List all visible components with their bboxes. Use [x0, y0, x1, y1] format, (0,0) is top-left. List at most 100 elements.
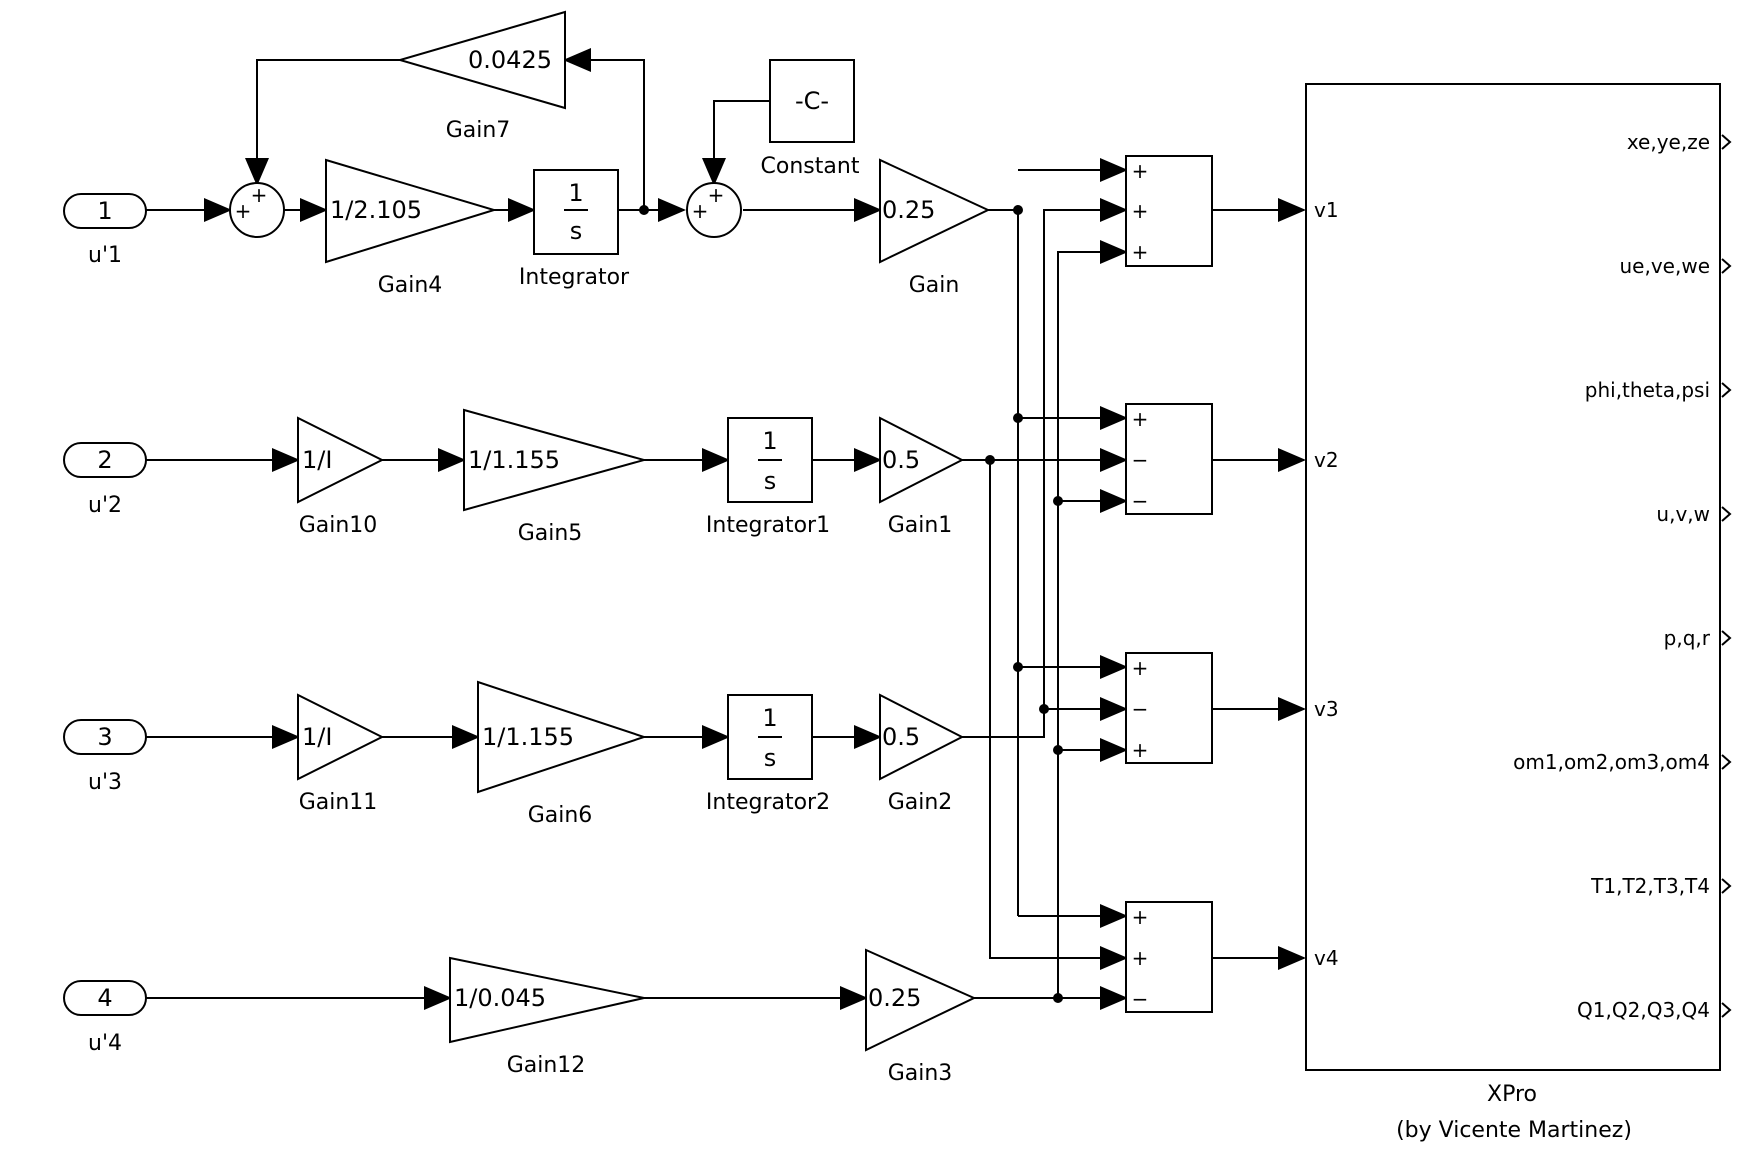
- integrator-label: Integrator: [519, 265, 630, 290]
- xpro-output-phi-theta-psi: phi,theta,psi: [1585, 378, 1710, 402]
- inport-1[interactable]: 1 u'1: [63, 193, 147, 268]
- gain11-label: Gain11: [299, 790, 378, 815]
- gain5-block[interactable]: 1/1.155 Gain5: [463, 408, 648, 546]
- xpro-input-v2: v2: [1314, 448, 1339, 472]
- gain6-label: Gain6: [528, 803, 593, 828]
- gain10-block[interactable]: 1/I Gain10: [297, 416, 385, 538]
- gain3-block[interactable]: 0.25 Gain3: [865, 948, 977, 1086]
- gain7-block[interactable]: 0.0425 Gain7: [396, 10, 566, 143]
- xpro-subtitle: (by Vicente Martinez): [1396, 1118, 1632, 1143]
- sum-block-1-sign-2: +: [1132, 199, 1149, 223]
- gain11-value: 1/I: [302, 723, 332, 751]
- sum-block-4[interactable]: + + −: [1125, 901, 1213, 1013]
- inport-2-label: u'2: [88, 493, 122, 518]
- inport-1-number: 1: [97, 197, 112, 225]
- integrator2-label: Integrator2: [706, 790, 830, 815]
- integrator1-denominator: s: [764, 467, 777, 495]
- inport-4-number: 4: [97, 984, 112, 1012]
- wire-feedback-gain7: [563, 48, 645, 210]
- gain2-label: Gain2: [888, 790, 953, 815]
- sum-block-4-sign-1: +: [1132, 905, 1149, 929]
- gain4-label: Gain4: [378, 273, 443, 298]
- sum-circle-1-sign-left: +: [235, 199, 252, 223]
- inport-3-number: 3: [97, 723, 112, 751]
- gain1-value: 0.5: [882, 446, 920, 474]
- sum-block-1-sign-1: +: [1132, 159, 1149, 183]
- gain1-block[interactable]: 0.5 Gain1: [879, 416, 965, 538]
- gain2-block[interactable]: 0.5 Gain2: [879, 693, 965, 815]
- inport-3[interactable]: 3 u'3: [63, 719, 147, 795]
- sum-block-2-sign-3: −: [1132, 489, 1149, 513]
- sum-circle-1[interactable]: + +: [229, 182, 285, 238]
- constant-value: -C-: [795, 87, 829, 115]
- gain7-label: Gain7: [446, 118, 511, 143]
- sum-circle-1-sign-top: +: [251, 183, 268, 207]
- gain7-value: 0.0425: [468, 46, 552, 74]
- sum-block-1[interactable]: + + +: [1125, 155, 1213, 267]
- inport-2[interactable]: 2 u'2: [63, 442, 147, 518]
- sum-block-2[interactable]: + − −: [1125, 403, 1213, 515]
- sum-block-3-sign-1: +: [1132, 656, 1149, 680]
- integrator1-numerator: 1: [762, 427, 777, 455]
- gain5-value: 1/1.155: [468, 446, 560, 474]
- signal-lines: [146, 48, 1306, 1010]
- gain6-value: 1/1.155: [482, 723, 574, 751]
- integrator2-block[interactable]: 1 s Integrator2: [706, 694, 830, 815]
- wire-gain-bus: [988, 209, 1019, 916]
- integrator-block[interactable]: 1 s Integrator: [519, 169, 630, 290]
- inport-4-label: u'4: [88, 1031, 122, 1056]
- xpro-output-carets: [1721, 134, 1732, 1018]
- wire-constant-sum2: [702, 100, 770, 186]
- constant-label: Constant: [761, 154, 860, 179]
- junction-dots: [639, 205, 1063, 1003]
- inport-1-label: u'1: [88, 243, 122, 268]
- integrator1-block[interactable]: 1 s Integrator1: [706, 417, 830, 538]
- sum-circle-2-sign-top: +: [708, 183, 725, 207]
- xpro-output-u-v-w: u,v,w: [1656, 502, 1710, 526]
- sum-block-4-sign-2: +: [1132, 946, 1149, 970]
- xpro-output-xe-ye-ze: xe,ye,ze: [1627, 130, 1710, 154]
- sum-block-2-sign-1: +: [1132, 407, 1149, 431]
- xpro-output-q: Q1,Q2,Q3,Q4: [1577, 998, 1710, 1022]
- xpro-input-v3: v3: [1314, 697, 1339, 721]
- gain4-block[interactable]: 1/2.105 Gain4: [325, 158, 498, 298]
- gain12-value: 1/0.045: [454, 984, 546, 1012]
- integrator-denominator: s: [570, 217, 583, 245]
- gain2-value: 0.5: [882, 723, 920, 751]
- wire-gain2-bus: [962, 198, 1128, 738]
- constant-block[interactable]: -C- Constant: [761, 59, 860, 179]
- sum-circle-2[interactable]: + +: [686, 182, 742, 238]
- sum-circle-2-sign-left: +: [692, 199, 709, 223]
- gain12-block[interactable]: 1/0.045 Gain12: [449, 956, 645, 1078]
- inport-4[interactable]: 4 u'4: [63, 980, 147, 1056]
- gain10-value: 1/I: [302, 446, 332, 474]
- gain-block[interactable]: 0.25 Gain: [879, 158, 991, 298]
- sum-block-3-sign-3: +: [1132, 738, 1149, 762]
- gain-label: Gain: [909, 273, 960, 298]
- inport-3-label: u'3: [88, 770, 122, 795]
- sum-block-4-sign-3: −: [1132, 987, 1149, 1011]
- sum-block-3[interactable]: + − +: [1125, 652, 1213, 764]
- xpro-output-p-q-r: p,q,r: [1664, 626, 1711, 650]
- gain10-label: Gain10: [299, 513, 378, 538]
- inport-2-number: 2: [97, 446, 112, 474]
- gain1-label: Gain1: [888, 513, 953, 538]
- integrator-numerator: 1: [568, 179, 583, 207]
- xpro-output-ue-ve-we: ue,ve,we: [1620, 254, 1711, 278]
- gain4-value: 1/2.105: [330, 196, 422, 224]
- gain5-label: Gain5: [518, 521, 583, 546]
- gain11-block[interactable]: 1/I Gain11: [297, 693, 385, 815]
- xpro-subsystem[interactable]: v1 v2 v3 v4 xe,ye,ze ue,ve,we phi,theta,…: [1305, 83, 1732, 1143]
- gain6-block[interactable]: 1/1.155 Gain6: [477, 680, 648, 828]
- wire-gain3-bus: [974, 240, 1128, 999]
- gain3-label: Gain3: [888, 1061, 953, 1086]
- gain-value: 0.25: [882, 196, 935, 224]
- gain12-label: Gain12: [507, 1053, 586, 1078]
- sum-block-3-sign-2: −: [1132, 697, 1149, 721]
- gain3-value: 0.25: [868, 984, 921, 1012]
- xpro-output-om: om1,om2,om3,om4: [1513, 750, 1710, 774]
- xpro-input-v1: v1: [1314, 198, 1339, 222]
- xpro-output-t: T1,T2,T3,T4: [1590, 874, 1710, 898]
- xpro-input-v4: v4: [1314, 946, 1339, 970]
